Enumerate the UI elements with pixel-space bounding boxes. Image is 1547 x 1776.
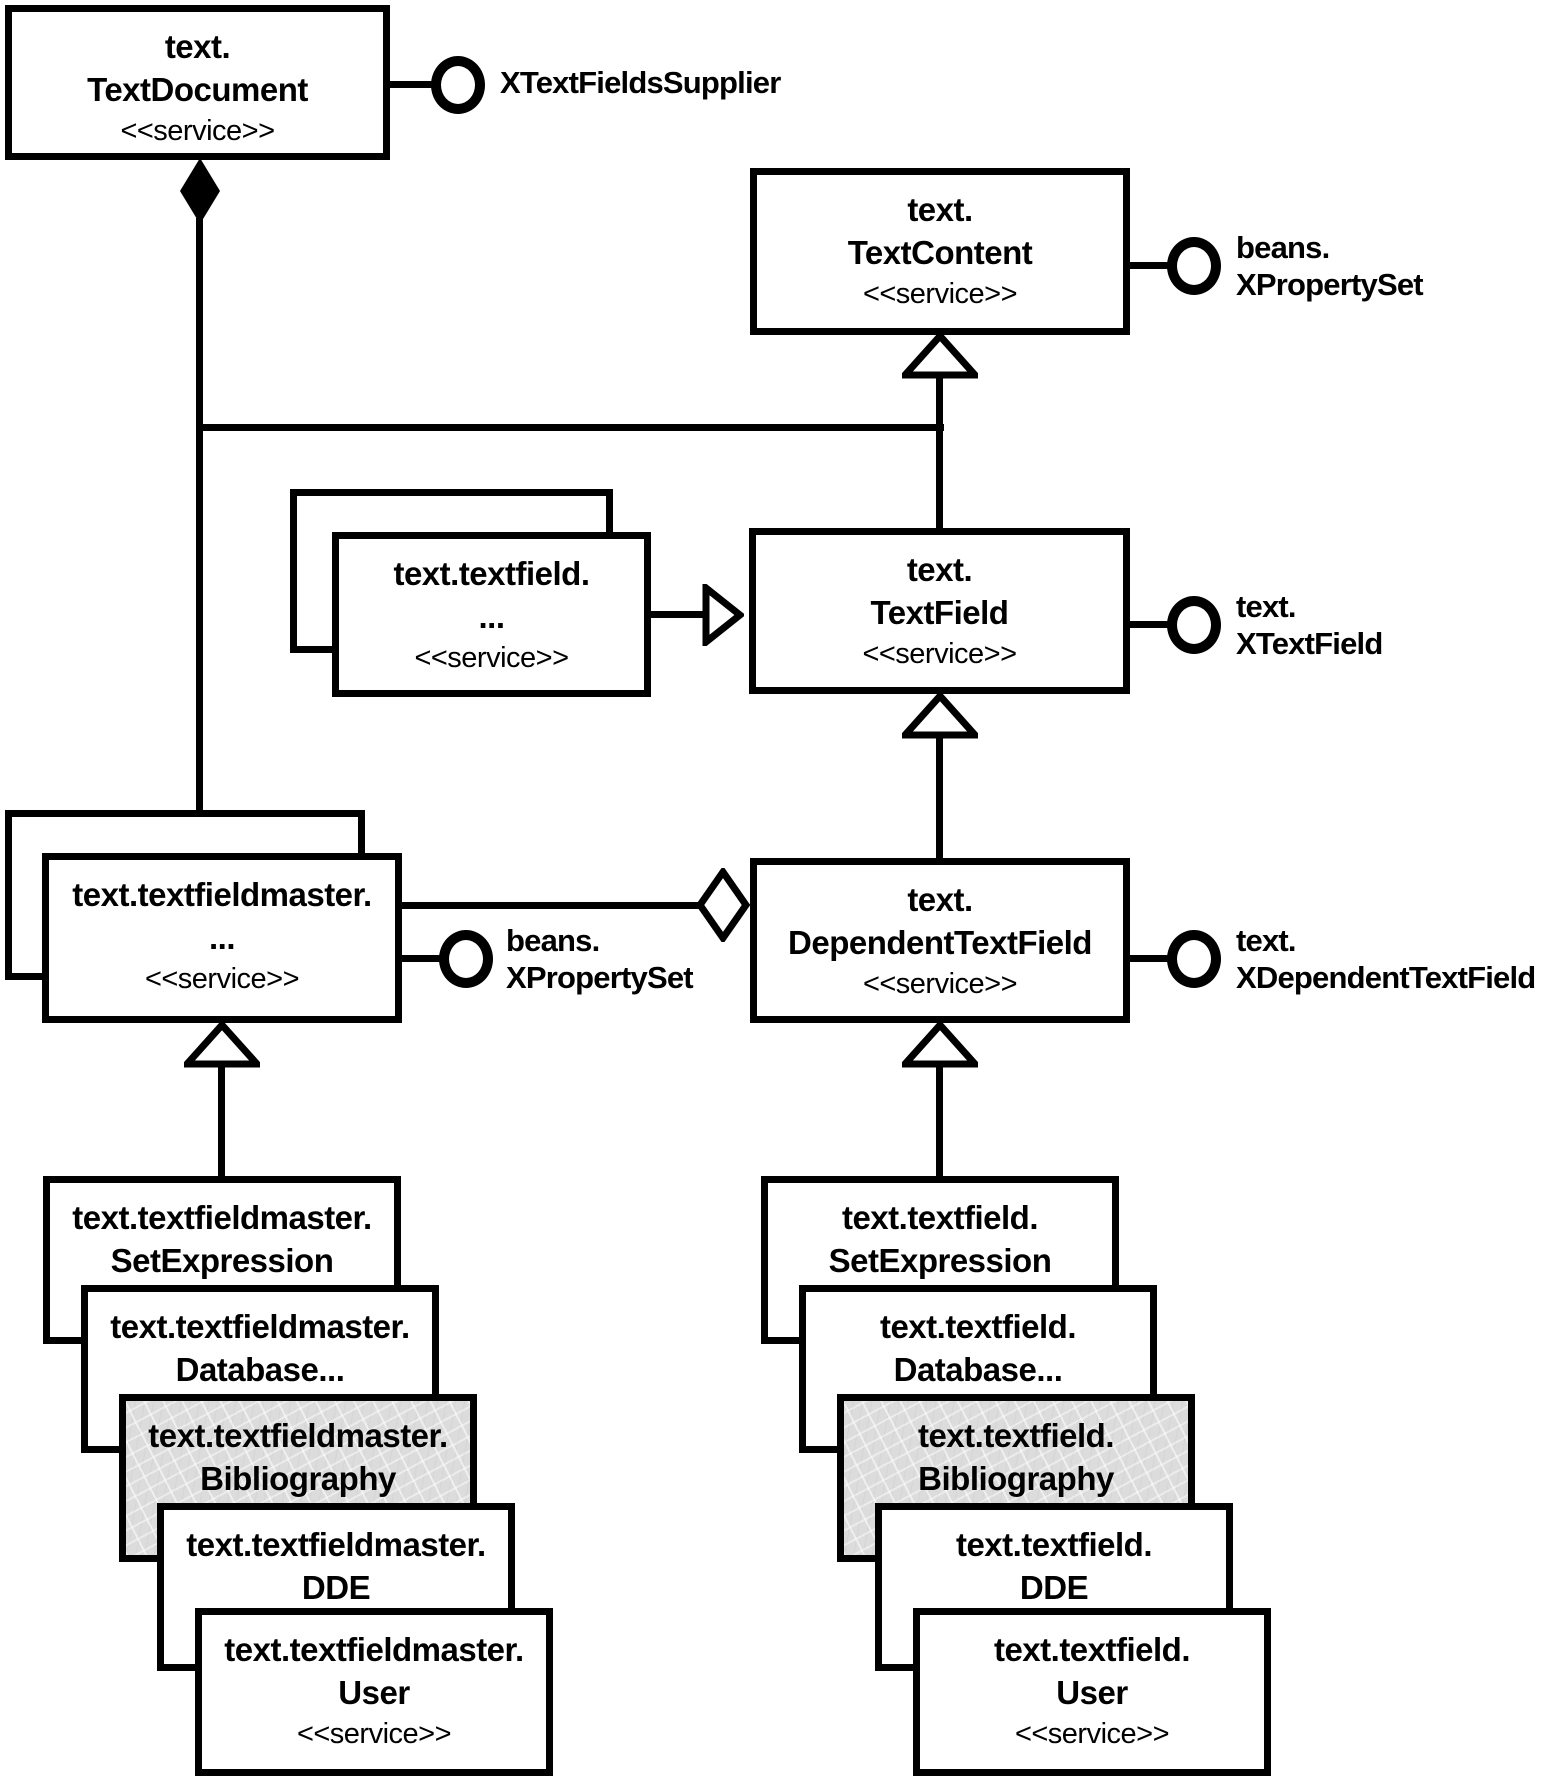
node-textfield-group: text.textfield. ... <<service>> xyxy=(332,532,651,697)
node-label: text.textfield. xyxy=(993,1631,1191,1668)
node-label: ... xyxy=(208,919,236,956)
node-label: DependentTextField xyxy=(788,924,1092,961)
aggregation-diamond-icon xyxy=(696,868,750,942)
textfield-interface-stub-line xyxy=(1130,621,1168,628)
node-stereotype: <<service>> xyxy=(414,642,569,674)
dependentfield-interface-stub-line xyxy=(1130,955,1168,962)
interface-label-line: beans. xyxy=(506,923,600,958)
node-textfieldmaster-group: text.textfieldmaster. ... <<service>> xyxy=(42,853,402,1023)
node-label: TextDocument xyxy=(87,71,308,108)
interface-label-line: XPropertySet xyxy=(506,960,694,995)
node-label: Database... xyxy=(175,1351,345,1388)
node-label: text. xyxy=(906,551,973,588)
interface-label-line: XPropertySet xyxy=(1236,267,1424,302)
interface-lollipop-xdependenttextfield-icon xyxy=(1167,930,1221,988)
textcontent-interface-stub-line xyxy=(1130,262,1168,269)
interface-label-line: XTextField xyxy=(1236,626,1383,661)
aggregation-line xyxy=(402,902,700,909)
node-label: User xyxy=(338,1674,410,1711)
node-text-document: text. TextDocument <<service>> xyxy=(5,5,390,160)
master-inheritance-line xyxy=(218,1063,225,1183)
inheritance-arrow-up-icon xyxy=(902,331,978,379)
interface-label-text-xdependenttextfield: text. XDependentTextField xyxy=(1236,922,1536,996)
node-label: TextContent xyxy=(847,234,1033,271)
interface-label-beans-xpropertyset: beans. XPropertySet xyxy=(506,922,694,996)
node-textfield-user: text.textfield. User <<service>> xyxy=(913,1608,1271,1776)
interface-label-line: text. xyxy=(1236,589,1297,624)
node-label: text. xyxy=(907,881,973,918)
node-label: text.textfield. xyxy=(393,555,590,592)
node-label: text. xyxy=(907,191,973,228)
interface-lollipop-xpropertyset-icon xyxy=(439,930,493,988)
node-stereotype: <<service>> xyxy=(862,278,1018,310)
textfield-generalization-line xyxy=(651,611,706,618)
node-textfieldmaster-user: text.textfieldmaster. User <<service>> xyxy=(195,1608,553,1776)
composition-diamond-icon xyxy=(180,158,220,224)
node-stereotype: <<service>> xyxy=(1014,1718,1170,1750)
node-label: Bibliography xyxy=(918,1460,1114,1497)
node-label: text.textfieldmaster. xyxy=(72,876,372,913)
node-text-field: text. TextField <<service>> xyxy=(749,528,1130,694)
textfield-inheritance-line xyxy=(936,734,943,862)
interface-label-line: text. xyxy=(1236,923,1297,958)
node-label: TextField xyxy=(870,594,1009,631)
interface-label-line: XTextFieldsSupplier xyxy=(500,65,781,100)
inheritance-arrow-up-icon xyxy=(902,691,978,739)
interface-label-xtextfieldssupplier: XTextFieldsSupplier xyxy=(500,64,781,101)
node-label: text.textfieldmaster. xyxy=(72,1199,372,1236)
node-stereotype: <<service>> xyxy=(120,115,275,147)
inheritance-arrow-up-icon xyxy=(902,1020,978,1068)
node-label: DDE xyxy=(301,1569,371,1606)
master-interface-stub-line xyxy=(402,955,440,962)
interface-lollipop-xtextfield-icon xyxy=(1167,596,1221,654)
composition-vertical-line xyxy=(196,218,203,817)
interface-lollipop-xpropertyset-icon xyxy=(1167,237,1221,295)
node-stereotype: <<service>> xyxy=(862,968,1018,1000)
generalization-arrow-right-icon xyxy=(702,584,744,646)
interface-label-beans-xpropertyset: beans. XPropertySet xyxy=(1236,229,1424,303)
node-label: text.textfield. xyxy=(879,1308,1077,1345)
dependentfield-inheritance-line xyxy=(936,1063,943,1183)
textdocument-interface-stub-line xyxy=(388,81,432,88)
interface-lollipop-xtextfieldssupplier-icon xyxy=(431,56,485,114)
interface-label-line: beans. xyxy=(1236,230,1330,265)
node-stereotype: <<service>> xyxy=(862,638,1017,670)
node-stereotype: <<service>> xyxy=(296,1718,452,1750)
node-label: text.textfieldmaster. xyxy=(110,1308,410,1345)
node-label: text.textfield. xyxy=(841,1199,1039,1236)
node-stereotype: <<service>> xyxy=(144,963,300,995)
node-dependent-text-field: text. DependentTextField <<service>> xyxy=(750,858,1130,1023)
node-label: text.textfieldmaster. xyxy=(186,1526,486,1563)
node-label: text.textfieldmaster. xyxy=(148,1417,448,1454)
node-label: text.textfieldmaster. xyxy=(224,1631,524,1668)
node-text-content: text. TextContent <<service>> xyxy=(750,168,1130,335)
interface-label-line: XDependentTextField xyxy=(1236,960,1536,995)
node-label: text. xyxy=(164,28,231,65)
node-label: User xyxy=(1056,1674,1128,1711)
node-label: Bibliography xyxy=(200,1460,396,1497)
node-label: SetExpression xyxy=(828,1242,1052,1279)
node-label: DDE xyxy=(1019,1569,1089,1606)
branch-horizontal-line xyxy=(196,424,944,431)
node-label: text.textfield. xyxy=(955,1526,1153,1563)
node-label: text.textfield. xyxy=(917,1417,1115,1454)
node-label: Database... xyxy=(893,1351,1063,1388)
textcontent-inheritance-line xyxy=(936,374,943,530)
node-label: ... xyxy=(478,598,505,635)
interface-label-text-xtextfield: text. XTextField xyxy=(1236,588,1383,662)
node-label: SetExpression xyxy=(110,1242,334,1279)
inheritance-arrow-up-icon xyxy=(184,1020,260,1068)
